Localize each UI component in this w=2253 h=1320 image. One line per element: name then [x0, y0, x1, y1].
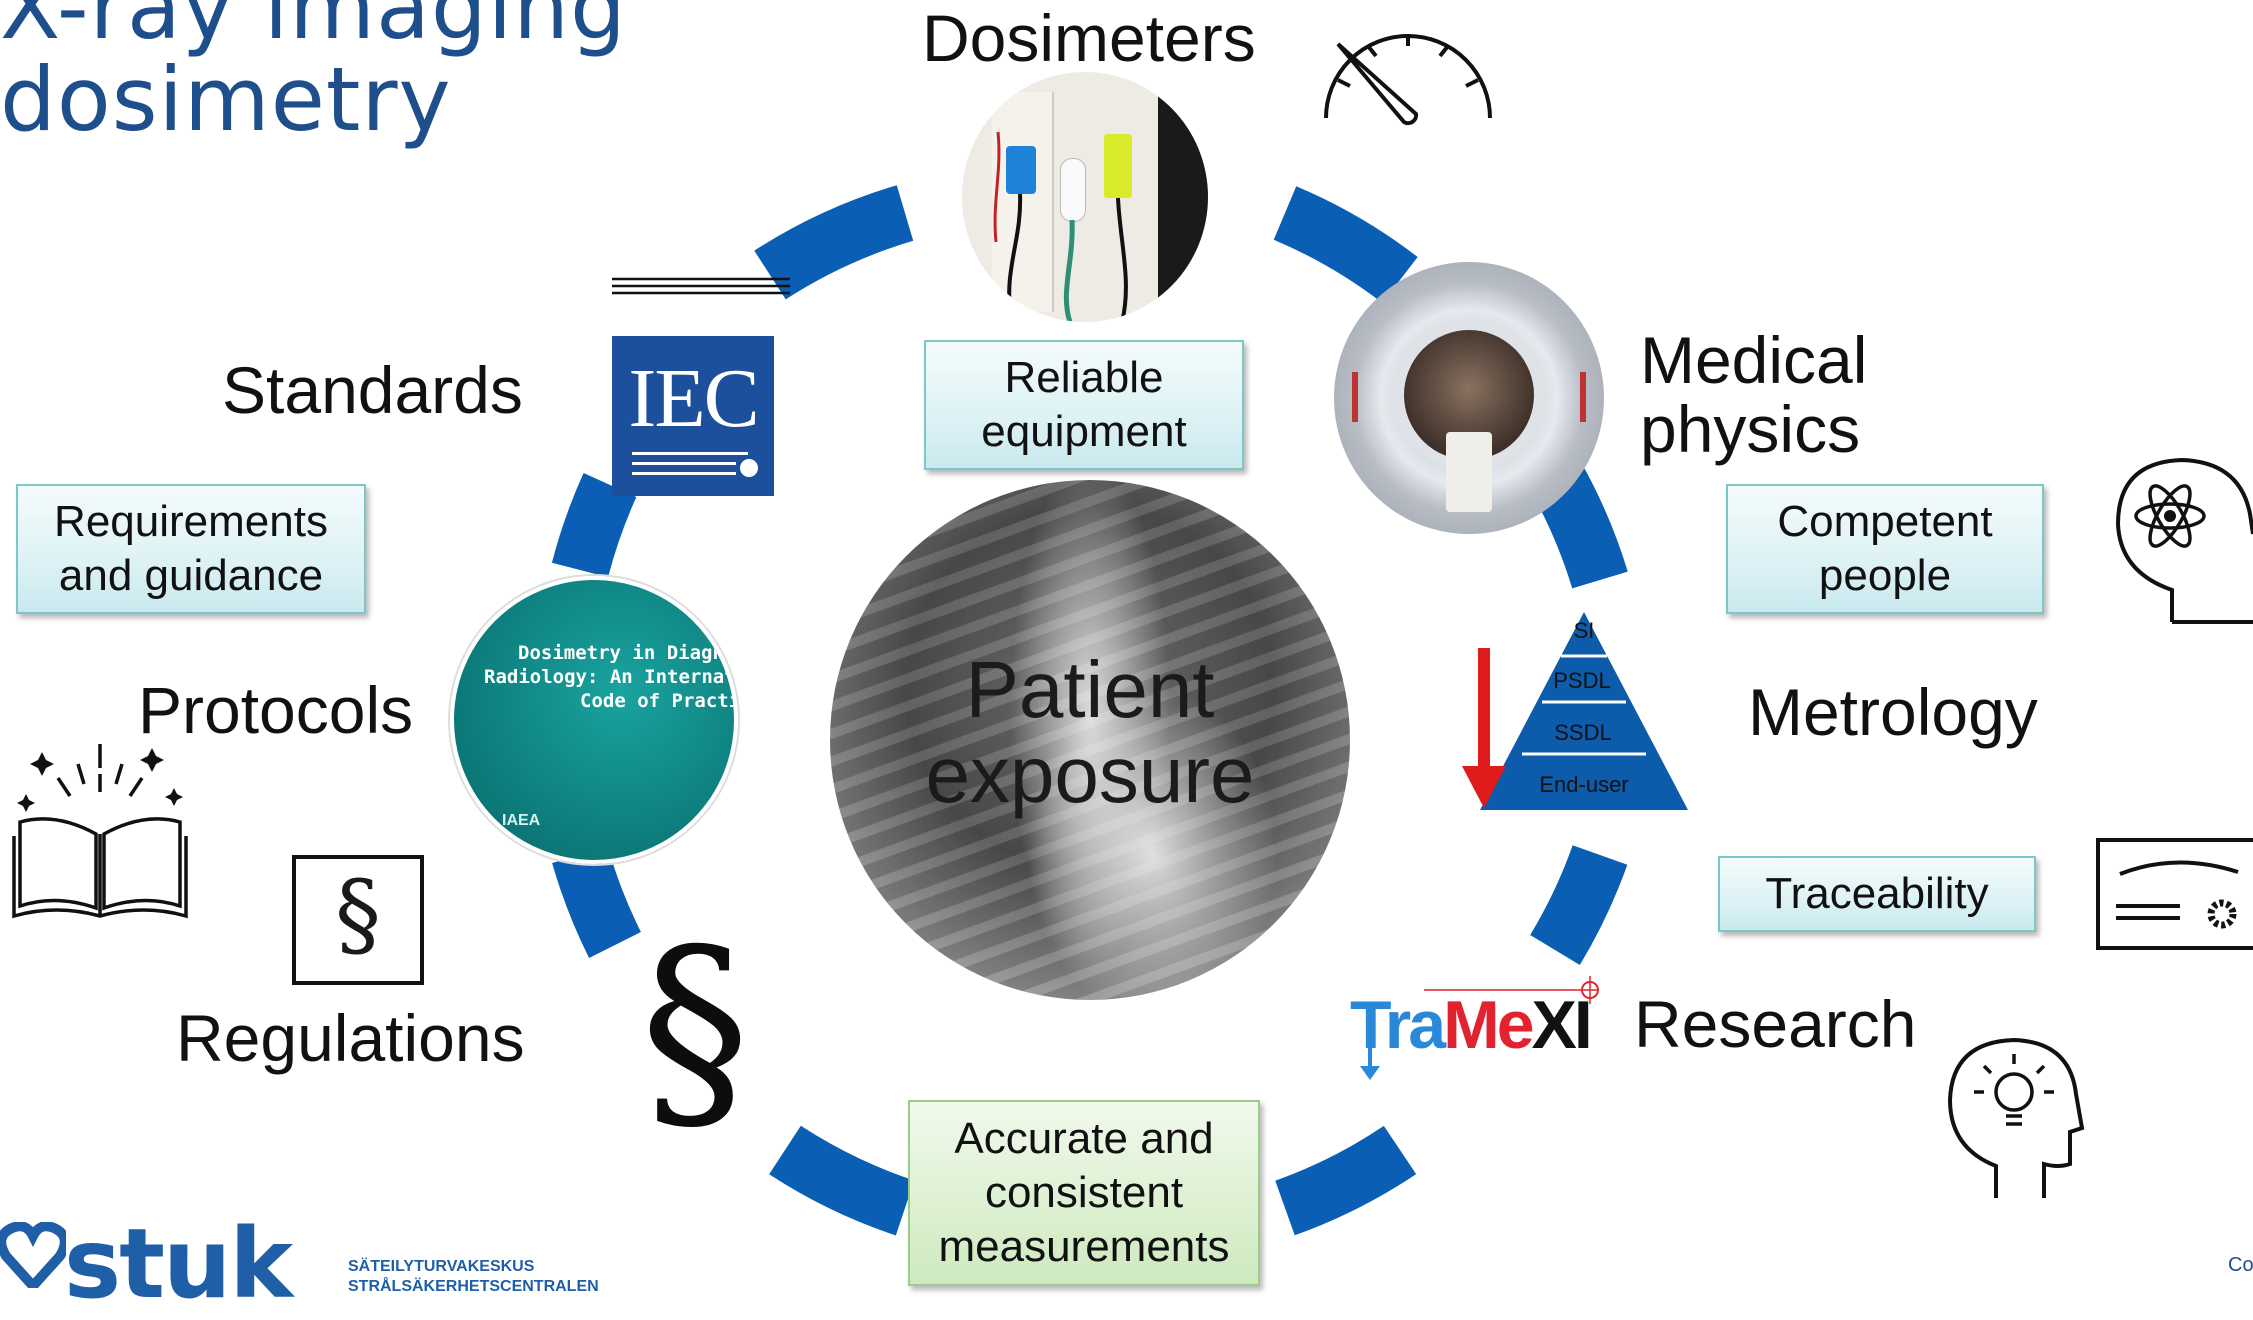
stuk-name-sv: STRÅLSÄKERHETSCENTRALEN [348, 1278, 599, 1295]
box-reliable-line-1: Reliable [1004, 353, 1164, 403]
dosimeter-yellow [1104, 134, 1132, 198]
arc-segment-top-left [754, 185, 914, 300]
section-symbol-large: § [640, 902, 750, 1158]
xray-image [830, 480, 1350, 1000]
certificate-icon [2096, 838, 2253, 950]
box-reliable-line-2: equipment [981, 407, 1187, 456]
medical-physics-red-mark-left [1352, 372, 1358, 422]
dosimeter-board-left [992, 92, 1054, 312]
iec-logo: IEC [612, 336, 774, 496]
brain-atom-icon [2115, 457, 2253, 624]
tramexi-part-2: Me [1443, 987, 1534, 1063]
label-regulations: Regulations [176, 1001, 525, 1075]
lines-icon [612, 277, 790, 295]
page-title: X-ray imaging dosimetry [0, 0, 627, 147]
gauge-icon [1324, 34, 1492, 126]
label-protocols: Protocols [138, 673, 414, 747]
red-arrow-down [1462, 648, 1506, 808]
iaea-cover: Dosimetry in Diagnostic Radiology: An In… [450, 576, 738, 864]
medical-physics-table [1446, 432, 1492, 512]
label-research: Research [1634, 987, 1917, 1061]
iec-logo-text: IEC [628, 352, 759, 445]
tramexi-logo: TraMeXI [1350, 986, 1593, 1064]
title-line-2: dosimetry [0, 48, 452, 152]
book-sparkle-icon [12, 744, 188, 919]
dosimeter-dark-edge [1158, 72, 1208, 322]
pyramid-shape [1480, 612, 1688, 810]
head-bulb-icon [1947, 1037, 2085, 1198]
iec-logo-dot [740, 459, 758, 477]
box-traceability-text: Traceability [1765, 869, 1989, 919]
section-box-symbol: § [335, 861, 381, 968]
box-accurate-line-2: consistent [984, 1168, 1184, 1218]
medical-physics-photo [1334, 262, 1604, 534]
center-label: Patient exposure [830, 645, 1350, 819]
label-standards: Standards [222, 353, 523, 427]
box-requirements-line-2: and guidance [58, 551, 324, 600]
dosimeter-white [1060, 158, 1086, 222]
pyramid-level-ssdl: SSDL [1554, 720, 1612, 745]
arc-segment-left-upper [551, 473, 637, 578]
iec-logo-rule-2 [632, 462, 736, 465]
iaea-cover-line-2: Radiology: An International [484, 666, 736, 688]
corner-text: Co [2228, 1254, 2253, 1276]
label-medical-physics: Medical physics [1640, 323, 1868, 467]
pyramid-level-psdl: PSDL [1553, 668, 1611, 693]
dosimeters-photo [962, 72, 1208, 322]
arc-segment-top-right [1273, 186, 1418, 304]
arc-segment-bottom-left [769, 1125, 915, 1236]
label-medical-physics-line-1: Medical [1640, 323, 1868, 397]
dosimeter-blue [1006, 146, 1036, 194]
box-traceability: Traceability [1718, 856, 2036, 932]
pyramid-level-end-user: End-user [1539, 772, 1629, 797]
arc-segment-left-lower [552, 846, 642, 958]
box-requirements-line-1: Requirements [54, 497, 328, 547]
box-competent-line-1: Competent [1777, 497, 1993, 547]
tramexi-part-3: XI [1531, 987, 1593, 1063]
tramexi-marks [1360, 976, 1599, 1080]
box-accurate-line-3: measurements [938, 1221, 1230, 1271]
box-requirements-guidance: Requirements and guidance [16, 484, 366, 614]
pyramid-level-si: SI [1573, 618, 1595, 643]
iaea-cover-line-1: Dosimetry in Diagnostic [518, 642, 736, 664]
stuk-name-fi: SÄTEILYTURVAKESKUS [348, 1258, 535, 1275]
box-competent-line-2: people [1818, 551, 1952, 600]
traceability-pyramid [1480, 612, 1688, 810]
stuk-logo-text: stuk [64, 1208, 293, 1320]
label-metrology: Metrology [1748, 675, 2038, 749]
title-line-1: X-ray imaging [0, 0, 627, 59]
section-box-icon: § [292, 855, 424, 985]
box-accurate-measurements: Accurate and consistent measurements [908, 1100, 1260, 1286]
medical-physics-red-mark-right [1580, 372, 1586, 422]
center-line-2: exposure [925, 729, 1255, 819]
iec-logo-rule-1 [632, 452, 748, 455]
box-reliable-equipment: Reliable equipment [924, 340, 1244, 470]
arc-segment-right-lower [1529, 844, 1628, 965]
box-accurate-line-1: Accurate and [954, 1114, 1214, 1164]
stuk-heart-icon [0, 1222, 66, 1288]
iaea-cover-line-3: Code of Practice [580, 690, 738, 712]
label-medical-physics-line-2: physics [1640, 392, 1861, 467]
iaea-cover-publisher: IAEA [502, 812, 541, 829]
tramexi-part-1: Tra [1350, 987, 1446, 1063]
iec-logo-rule-3 [632, 472, 736, 475]
box-competent-people: Competent people [1726, 484, 2044, 614]
dosimeter-cables [993, 131, 1128, 322]
label-dosimeters: Dosimeters [922, 1, 1256, 75]
arc-segment-bottom-right [1274, 1125, 1417, 1236]
center-line-1: Patient [965, 645, 1215, 734]
